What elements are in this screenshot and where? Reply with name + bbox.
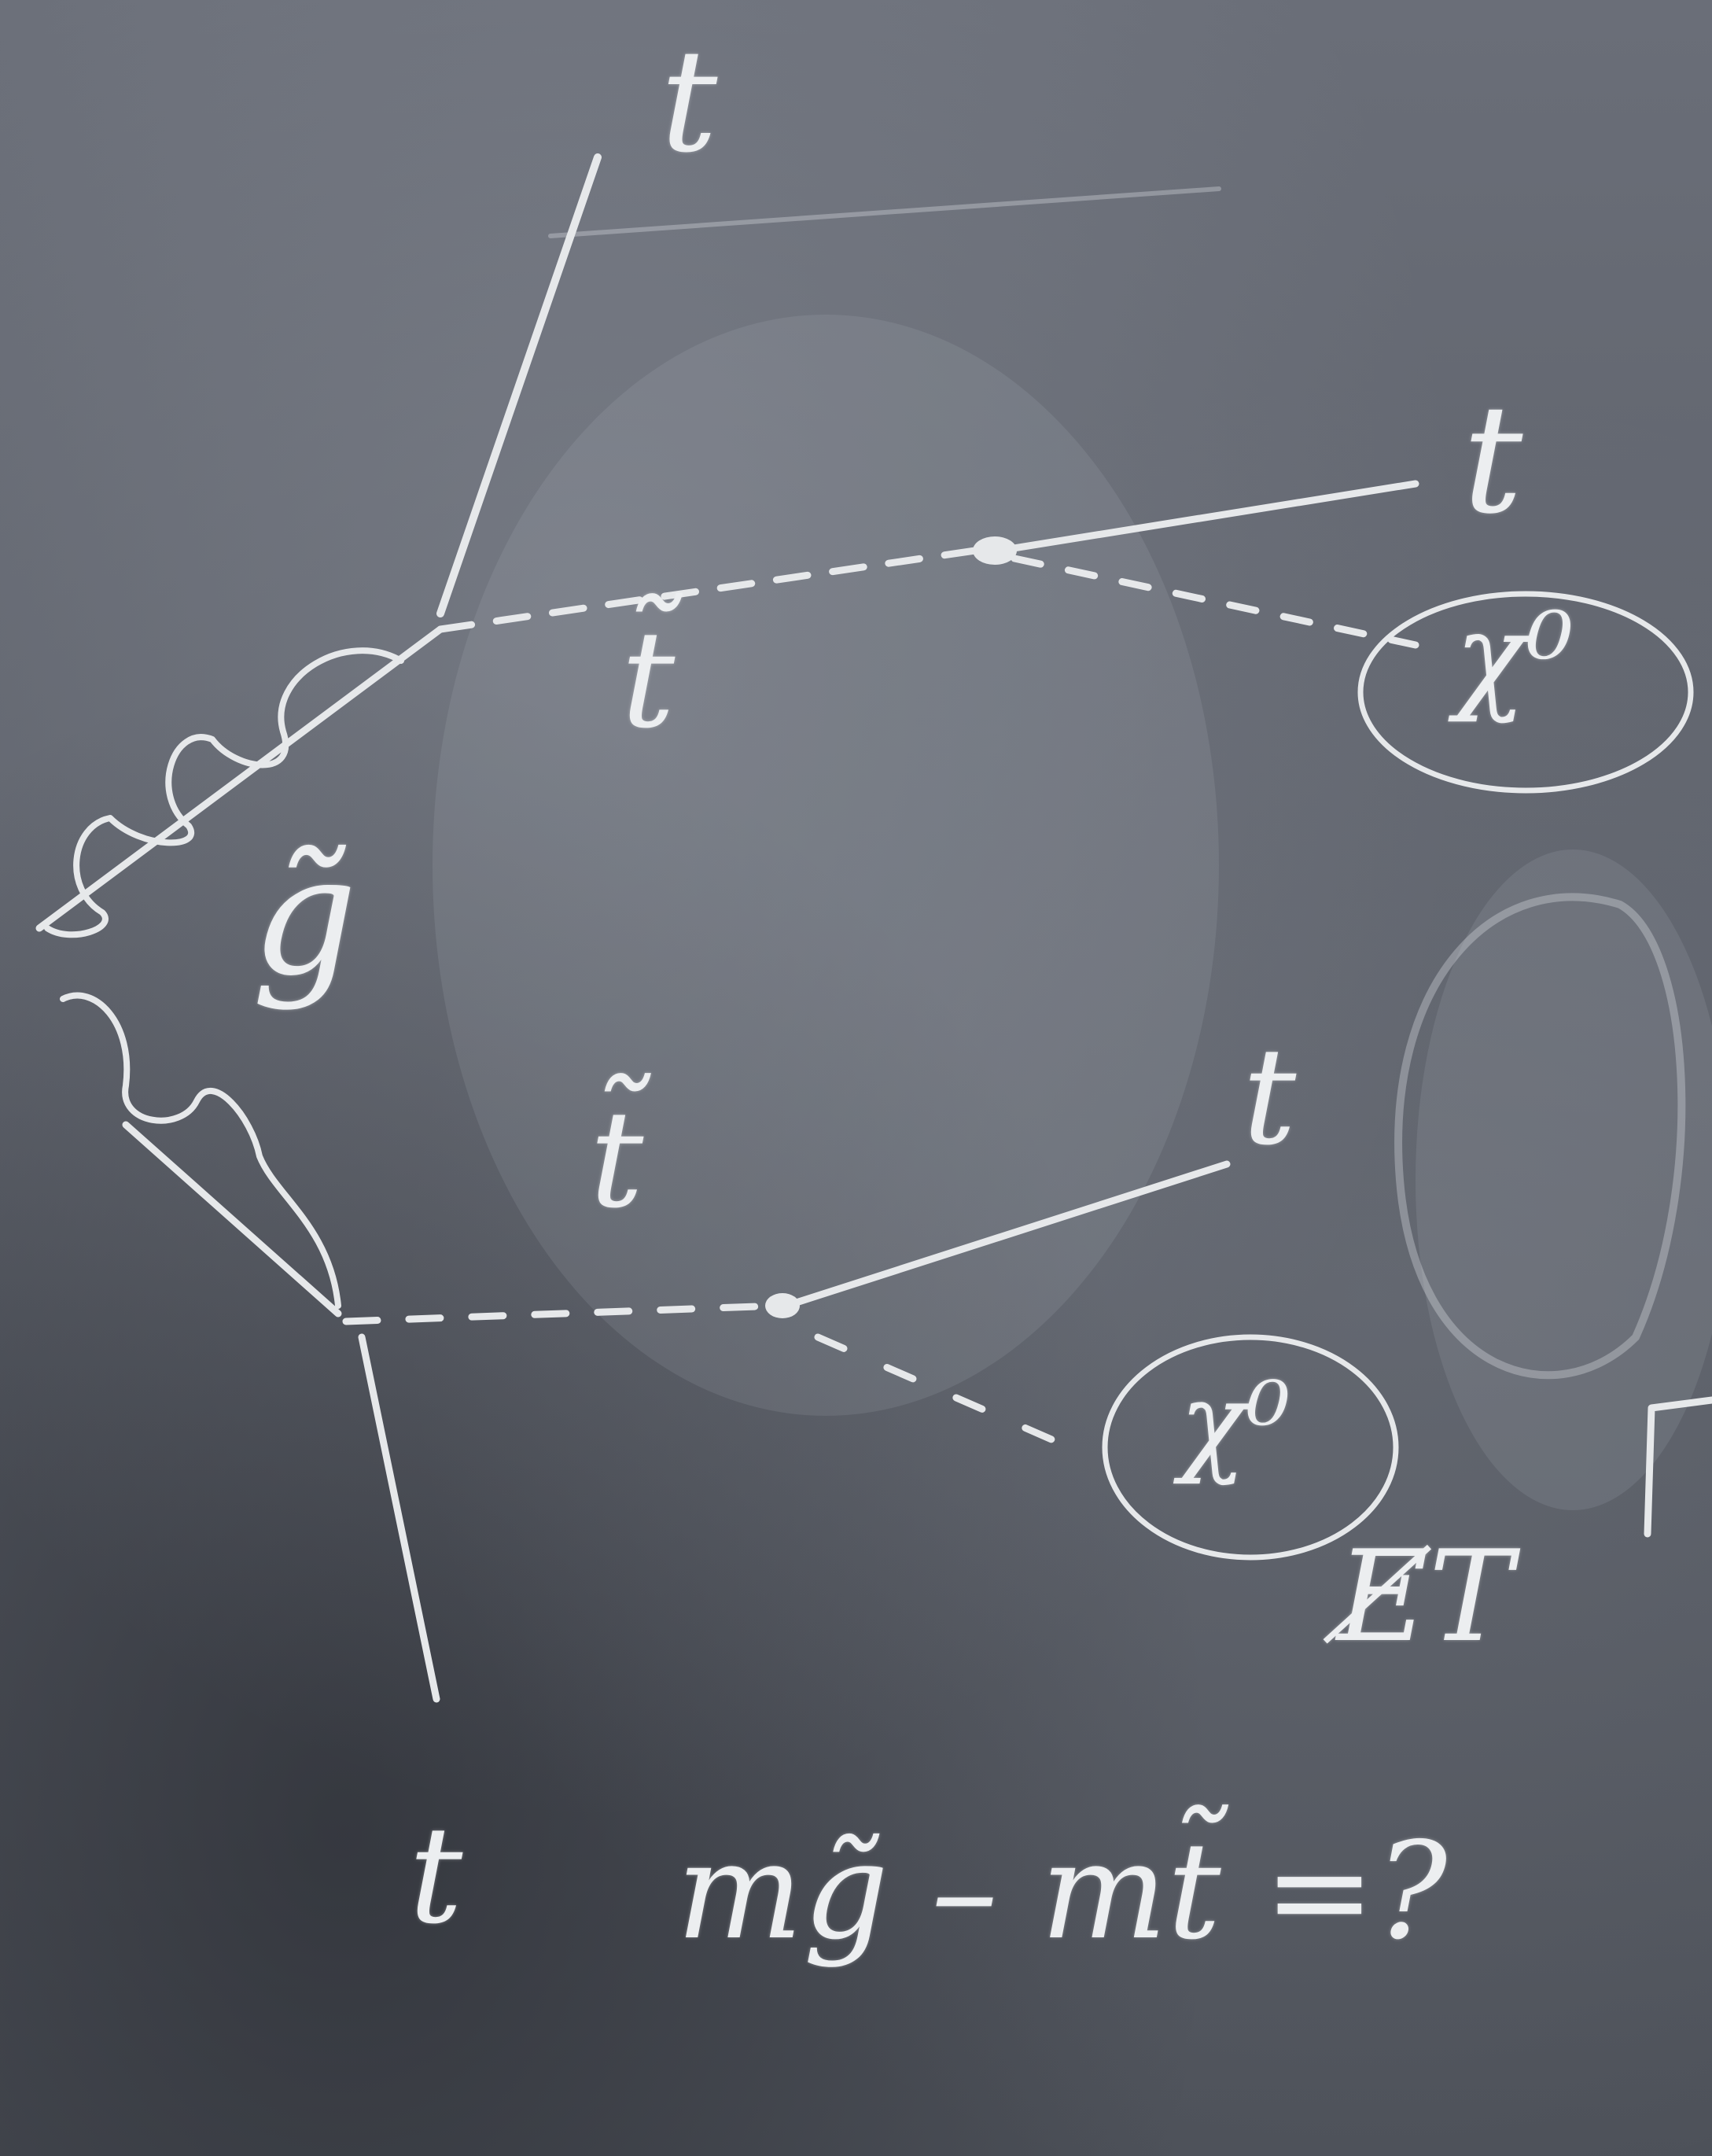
label-t-bottom: t — [409, 1798, 463, 1954]
label-stop-upper: t̃ — [621, 603, 676, 758]
label-t-right-lower: t — [1243, 1019, 1297, 1175]
gluino-line — [35, 625, 444, 932]
top-quark-out-lower — [782, 1160, 1231, 1310]
vertex-upper — [973, 536, 1017, 565]
erased-line — [548, 186, 1221, 238]
vertex-lower — [765, 1293, 800, 1318]
neutralino-circle-upper — [1357, 591, 1694, 794]
erased-ellipse — [1394, 893, 1686, 1380]
top-quark-line-lower — [358, 1333, 440, 1703]
label-stop-lower: t̃ — [590, 1082, 644, 1238]
chalk-smudge — [433, 315, 1219, 1416]
gluino-curl-lower — [60, 992, 341, 1309]
label-t-top: t — [661, 20, 718, 184]
label-missing-et: E̸T — [1337, 1523, 1513, 1670]
neutralino-line-lower — [814, 1333, 1073, 1451]
chalk-smudge-right — [1416, 850, 1712, 1510]
stop-propagator-upper — [436, 547, 979, 633]
top-quark-line-upper — [436, 153, 602, 617]
mass-difference-question: mg̃ – mt̃ =? — [676, 1814, 1448, 1970]
top-quark-out-upper — [995, 480, 1419, 555]
gluino-curl — [44, 647, 404, 938]
bracket-partial — [1644, 1396, 1712, 1538]
neutralino-line-upper — [1011, 555, 1419, 649]
neutralino-circle-lower — [1102, 1334, 1399, 1561]
label-gluino: g̃ — [252, 820, 358, 1012]
label-neutralino-upper: χ⁰ — [1455, 588, 1574, 725]
stop-propagator-lower — [342, 1302, 782, 1325]
label-neutralino-lower: χ⁰ — [1180, 1359, 1290, 1487]
gluino-line-lower — [122, 1121, 342, 1318]
label-t-right-upper: t — [1463, 373, 1523, 547]
